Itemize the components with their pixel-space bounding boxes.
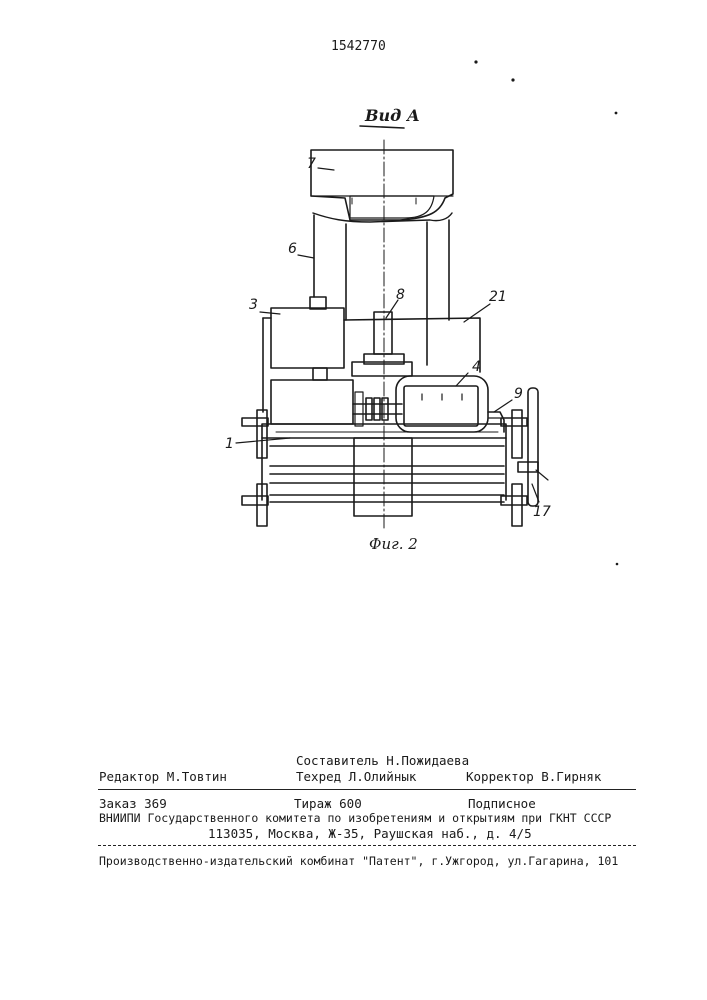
callout-3: 3 xyxy=(249,298,258,312)
callout-4: 4 xyxy=(472,360,481,374)
order: Заказ 369 xyxy=(99,798,167,811)
callout-17: 17 xyxy=(533,505,551,519)
part-6-column xyxy=(310,213,452,365)
circulation: Тираж 600 xyxy=(294,798,362,811)
callout-1: 1 xyxy=(225,437,234,451)
view-a-underline xyxy=(360,126,404,128)
callout-7: 7 xyxy=(307,157,316,171)
gearbox xyxy=(271,380,363,426)
editor: Редактор М.Товтин xyxy=(99,771,227,784)
callout-9: 9 xyxy=(514,387,523,401)
divider-bottom xyxy=(98,845,636,846)
coupling xyxy=(353,398,402,420)
address: 113035, Москва, Ж-35, Раушская наб., д. … xyxy=(208,828,532,841)
publisher: Производственно-издательский комбинат "П… xyxy=(99,856,618,868)
part-3-motor xyxy=(271,308,344,380)
view-label: Вид А xyxy=(365,108,420,124)
compiler: Составитель Н.Пожидаева xyxy=(296,755,469,768)
subscription: Подписное xyxy=(468,798,536,811)
marks xyxy=(474,60,618,565)
callout-21: 21 xyxy=(489,290,507,304)
part-8-shaft xyxy=(352,312,412,376)
techred: Техред Л.Олийнык xyxy=(296,771,416,784)
corrector: Корректор В.Гирняк xyxy=(466,771,601,784)
part-7-housing xyxy=(311,150,453,220)
callout-6: 6 xyxy=(288,242,297,256)
figure-label: Фиг. 2 xyxy=(369,537,418,552)
divider-top xyxy=(98,789,636,790)
institute: ВНИИПИ Государственного комитета по изоб… xyxy=(99,813,611,825)
callout-8: 8 xyxy=(396,288,405,302)
